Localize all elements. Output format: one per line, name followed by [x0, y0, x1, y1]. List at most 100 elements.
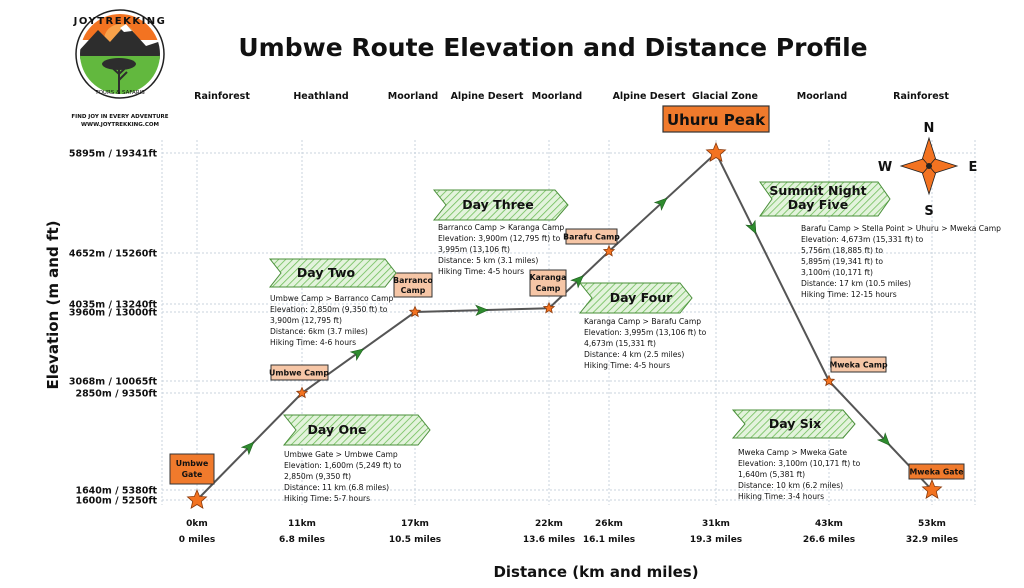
- route-arrows: [240, 197, 891, 456]
- day-detail-line: 3,900m (12,795 ft): [270, 316, 342, 325]
- camp-label-karanga-camp: Karanga Camp: [529, 269, 567, 297]
- x-tick-label-miles: 13.6 miles: [523, 535, 575, 545]
- day-detail-line: Barranco Camp > Karanga Camp: [438, 223, 564, 232]
- camp-label-umbwe-gate: Umbwe Gate: [169, 453, 215, 485]
- x-tick-label-miles: 32.9 miles: [906, 535, 958, 545]
- day-detail-line: Hiking Time: 4-6 hours: [270, 338, 356, 347]
- svg-text:Mweka Gate: Mweka Gate: [909, 468, 963, 477]
- compass-w: W: [878, 160, 892, 175]
- svg-text:Day Two: Day Two: [297, 265, 356, 280]
- compass-s: S: [924, 204, 933, 219]
- x-tick-label-km: 0km: [186, 519, 208, 529]
- camp-label-barranco-camp: Barranco Camp: [393, 272, 433, 298]
- zone-label: Moorland: [797, 91, 847, 102]
- logo-name: JOYTREKKING: [73, 16, 167, 27]
- day-detail-line: Hiking Time: 4-5 hours: [584, 361, 670, 370]
- day-four-banner: Day Four: [578, 282, 693, 314]
- day-detail-line: Elevation: 1,600m (5,249 ft) to: [284, 461, 402, 470]
- day-detail-line: 2,850m (9,350 ft): [284, 472, 351, 481]
- x-tick-label-km: 22km: [535, 519, 563, 529]
- day-detail-line: Barafu Camp > Stella Point > Uhuru > Mwe…: [801, 224, 1001, 233]
- zone-label: Alpine Desert: [451, 91, 524, 102]
- svg-text:Barafu Camp: Barafu Camp: [563, 233, 620, 242]
- compass-e: E: [969, 160, 978, 175]
- svg-text:Uhuru Peak: Uhuru Peak: [667, 111, 766, 129]
- y-axis-label: Elevation (m and ft): [44, 221, 62, 390]
- day-one-banner: Day One: [282, 414, 431, 446]
- day-detail-line: Distance: 5 km (3.1 miles): [438, 256, 538, 265]
- x-axis-label: Distance (km and miles): [493, 563, 698, 581]
- day-detail-line: Elevation: 3,995m (13,106 ft) to: [584, 328, 707, 337]
- day-detail-line: 3,100m (10,171 ft): [801, 268, 873, 277]
- compass-west-point: [899, 158, 930, 174]
- day-six-banner: Day Six: [731, 409, 856, 439]
- y-tick-label: 4652m / 15260ft: [69, 249, 158, 260]
- day-detail-line: Distance: 4 km (2.5 miles): [584, 350, 684, 359]
- svg-text:Karanga: Karanga: [530, 273, 567, 282]
- svg-text:Mweka Camp: Mweka Camp: [829, 361, 888, 370]
- day-detail-line: 3,995m (13,106 ft): [438, 245, 510, 254]
- y-tick-label: 1640m / 5380ft: [75, 486, 157, 497]
- zone-label: Glacial Zone: [692, 91, 758, 102]
- zone-label: Alpine Desert: [613, 91, 686, 102]
- day-three-banner: Day Three: [432, 189, 569, 221]
- camp-star: [295, 386, 309, 399]
- day-five-banner: Summit Night Day Five: [759, 181, 891, 217]
- day-detail-line: Elevation: 2,850m (9,350 ft) to: [270, 305, 388, 314]
- day-detail-line: Hiking Time: 12-15 hours: [801, 290, 897, 299]
- day-detail-line: Umbwe Camp > Barranco Camp: [270, 294, 393, 303]
- x-tick-label-miles: 6.8 miles: [279, 535, 325, 545]
- day-detail-line: 4,673m (15,331 ft): [584, 339, 656, 348]
- zone-label: Moorland: [388, 91, 438, 102]
- camp-star: [705, 141, 727, 162]
- compass-rose: N S W E: [878, 121, 978, 219]
- x-tick-label-km: 26km: [595, 519, 623, 529]
- zone-label: Heathland: [293, 91, 348, 102]
- x-tick-label-miles: 10.5 miles: [389, 535, 441, 545]
- x-tick-label-km: 11km: [288, 519, 316, 529]
- svg-text:Umbwe: Umbwe: [176, 459, 209, 468]
- camp-star: [542, 301, 556, 314]
- svg-text:Camp: Camp: [401, 286, 426, 295]
- day-detail-line: 5,756m (18,885 ft) to: [801, 246, 883, 255]
- route-direction-arrow: [745, 219, 757, 235]
- day-detail-line: Umbwe Gate > Umbwe Camp: [284, 450, 398, 459]
- svg-text:Barranco: Barranco: [393, 276, 433, 285]
- route-direction-arrow: [876, 432, 891, 446]
- y-tick-label: 1600m / 5250ft: [75, 496, 157, 507]
- y-tick-label: 5895m / 19341ft: [69, 149, 158, 160]
- camp-star: [186, 488, 208, 509]
- y-tick-label: 3068m / 10065ft: [69, 377, 158, 388]
- day-detail-line: Elevation: 3,900m (12,795 ft) to: [438, 234, 561, 243]
- zone-label: Moorland: [532, 91, 582, 102]
- svg-text:Umbwe Camp: Umbwe Camp: [269, 369, 329, 378]
- day-two-banner: Day Two: [268, 258, 397, 288]
- camp-star: [822, 374, 836, 387]
- day-detail-line: 1,640m (5,381 ft): [738, 470, 805, 479]
- camp-markers: [186, 141, 943, 509]
- day-detail-line: Hiking Time: 4-5 hours: [438, 267, 524, 276]
- camp-star: [602, 244, 616, 257]
- logo-website: WWW.JOYTREKKING.COM: [81, 122, 159, 128]
- day-detail-line: Hiking Time: 5-7 hours: [284, 494, 370, 503]
- day-detail-line: Distance: 10 km (6.2 miles): [738, 481, 843, 490]
- day-detail-line: Elevation: 4,673m (15,331 ft) to: [801, 235, 924, 244]
- camp-star: [921, 478, 943, 499]
- camp-label-uhuru-peak: Uhuru Peak: [662, 105, 770, 133]
- camp-label-mweka-gate: Mweka Gate: [908, 463, 965, 480]
- day-detail-line: Mweka Camp > Mweka Gate: [738, 448, 847, 457]
- route-direction-arrow: [240, 441, 255, 456]
- day-detail-line: Distance: 11 km (6.8 miles): [284, 483, 389, 492]
- svg-text:Summit Night: Summit Night: [769, 183, 866, 198]
- compass-n: N: [924, 121, 935, 136]
- y-tick-label: 4035m / 13240ft: [69, 300, 158, 311]
- joytrekking-logo: JOYTREKKING TOURS & SAFARIS FIND JOY IN …: [71, 9, 169, 128]
- y-tick-label: 2850m / 9350ft: [75, 389, 157, 400]
